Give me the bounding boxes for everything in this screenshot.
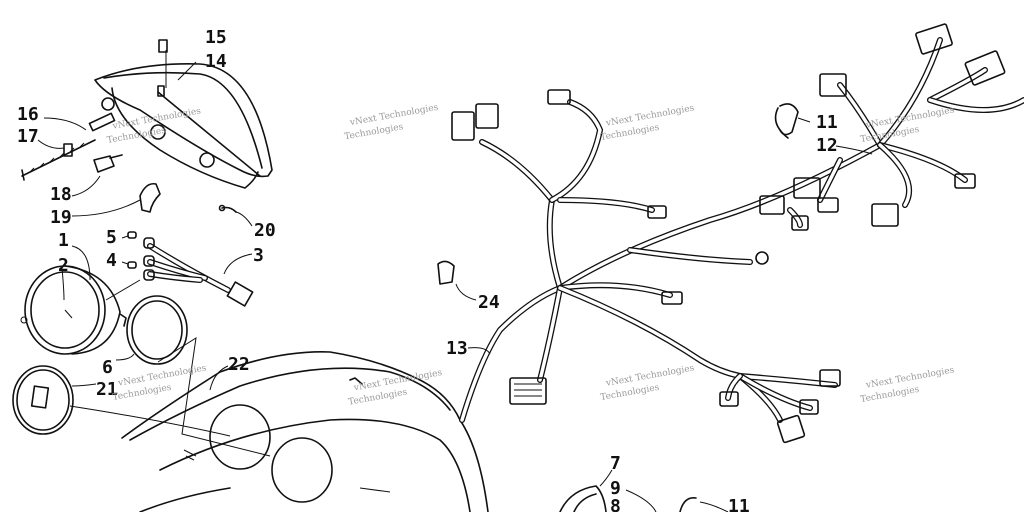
bottom-parts: [559, 103, 799, 512]
leader-lines: [37, 50, 873, 512]
adjuster-screw: [21, 112, 116, 181]
callout-15: 15: [205, 27, 227, 48]
callout-11-bottom: 11: [728, 496, 750, 512]
callout-2: 2: [58, 255, 69, 276]
instrument-panel: [121, 351, 489, 512]
bulb-socket-18: [93, 154, 123, 173]
callout-16: 16: [17, 104, 39, 125]
gauge-ring-6: [126, 295, 188, 365]
speedometer: [20, 265, 127, 355]
callout-18: 18: [50, 184, 72, 205]
callout-3: 3: [253, 245, 264, 266]
bulb-harness-3: [127, 231, 254, 307]
callout-7: 7: [610, 453, 621, 474]
callout-24: 24: [478, 292, 500, 313]
callout-19: 19: [50, 207, 72, 228]
callout-14: 14: [205, 51, 227, 72]
callout-5: 5: [106, 227, 117, 248]
callout-1: 1: [58, 230, 69, 251]
headlight-assembly: [94, 39, 273, 189]
callout-11-top: 11: [816, 112, 838, 133]
callout-22: 22: [228, 354, 250, 375]
callout-8: 8: [610, 496, 621, 512]
callout-13: 13: [446, 338, 468, 359]
callout-17: 17: [17, 126, 39, 147]
bulb-15: [158, 39, 168, 53]
callout-6: 6: [102, 357, 113, 378]
callout-9: 9: [610, 478, 621, 499]
callout-20: 20: [254, 220, 276, 241]
gauge-21: [12, 365, 74, 435]
callout-labels: 15 14 16 17 18 19 20 1 2 5 4 3 6 21 22 2…: [17, 27, 838, 512]
spring-clip-20: [218, 204, 237, 213]
main-wiring-harness: [437, 23, 1024, 444]
callout-21: 21: [96, 379, 118, 400]
socket-19: [139, 182, 161, 213]
callout-12: 12: [816, 135, 838, 156]
callout-4: 4: [106, 250, 117, 271]
